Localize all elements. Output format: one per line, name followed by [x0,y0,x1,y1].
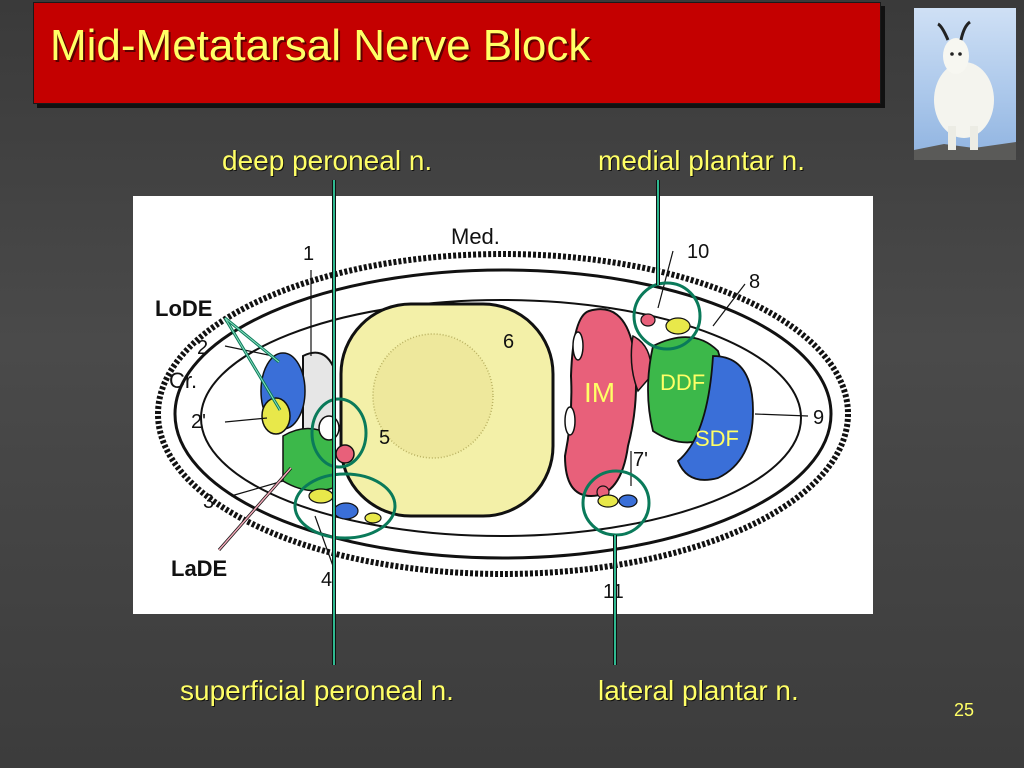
deep-peroneal-circle [310,397,368,469]
lateral-plantar-label: lateral plantar n. [598,675,799,706]
mountain-goat-image [914,8,1016,160]
number-3: 3 [203,491,214,513]
sdf-label: SDF [695,426,739,451]
medial-plantar-circle [632,281,702,351]
number-9: 9 [813,407,824,429]
number-1: 1 [303,243,314,265]
number-10: 10 [687,241,709,263]
lode-label: LoDE [155,296,212,321]
number-5: 5 [379,427,390,449]
number-2-prime: 2' [191,411,206,433]
im-label: IM [584,377,615,408]
lade-label: LaDE [171,556,227,581]
title-bar: Mid-Metatarsal Nerve Block [33,2,881,104]
superficial-peroneal-label: superficial peroneal n. [180,675,454,706]
deep-peroneal-label: deep peroneal n. [222,145,433,176]
superficial-peroneal-circle [293,472,397,540]
slide-title: Mid-Metatarsal Nerve Block [50,21,591,70]
medial-plantar-label: medial plantar n. [598,145,806,176]
number-2: 2 [197,337,208,359]
medial-side-label: Med. [451,224,500,249]
number-4: 4 [321,569,332,591]
number-8: 8 [749,271,760,293]
number-7-prime: 7' [633,449,648,471]
page-number: 25 [954,700,975,720]
cranial-label: Cr. [169,368,197,393]
cross-section-diagram: Med. Cr. 1 2 2' 3 4 5 6 7' 8 9 10 11 LoD… [133,196,873,614]
ddf-label: DDF [660,370,705,395]
number-6: 6 [503,331,514,353]
